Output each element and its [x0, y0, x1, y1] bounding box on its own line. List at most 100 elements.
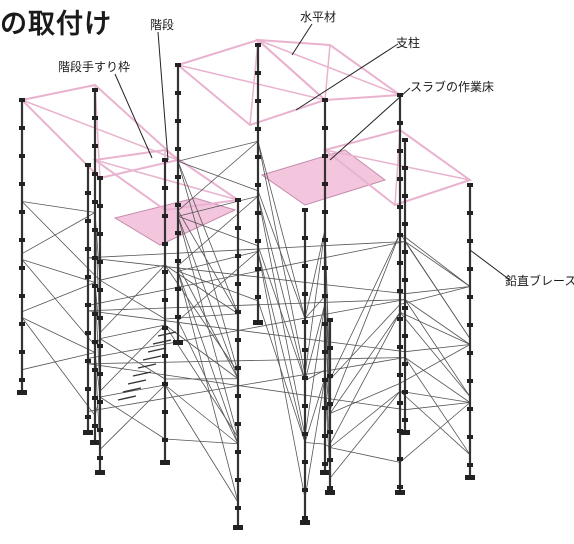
- post-coupler: [397, 121, 403, 125]
- lower-cross-brace: [329, 382, 401, 414]
- upper-cross-brace: [324, 44, 331, 101]
- lower-cross-brace: [177, 216, 239, 438]
- leader-shichu: [295, 43, 399, 111]
- post-coupler: [327, 430, 333, 434]
- leader-kaidan-tesuri: [114, 73, 153, 159]
- post-coupler: [397, 485, 403, 489]
- lower-cross-brace: [257, 190, 306, 319]
- lower-cross-brace: [304, 229, 326, 375]
- post-coupler: [255, 267, 261, 271]
- post-coupler: [302, 348, 308, 352]
- post-coupler: [19, 154, 25, 158]
- lower-cross-brace: [257, 245, 306, 381]
- lower-cross-brace: [87, 310, 406, 353]
- leader-suiheizai: [291, 23, 313, 56]
- post-coupler: [19, 378, 25, 382]
- post-coupler: [97, 204, 103, 208]
- post-coupler: [322, 182, 328, 186]
- post-coupler: [235, 226, 241, 230]
- lower-cross-brace: [329, 233, 401, 411]
- base-plate: [233, 525, 243, 530]
- upper-cross-brace: [257, 39, 401, 96]
- post-coupler: [327, 402, 333, 406]
- post-coupler: [467, 239, 473, 243]
- post-coupler: [322, 154, 328, 158]
- base-plate: [300, 520, 310, 525]
- post-coupler: [85, 247, 91, 251]
- lower-cross-brace: [177, 210, 239, 314]
- post-coupler: [162, 326, 168, 330]
- post-coupler: [85, 191, 91, 195]
- horizontal-ledger: [177, 161, 239, 314]
- post-coupler: [302, 264, 308, 268]
- post-coupler: [235, 254, 241, 258]
- post-coupler: [402, 166, 408, 170]
- post-coupler: [92, 256, 98, 260]
- stair-tread: [137, 363, 157, 369]
- post-coupler: [402, 278, 408, 282]
- post-coupler: [92, 144, 98, 148]
- post-coupler: [397, 205, 403, 209]
- post-coupler: [302, 236, 308, 240]
- lower-cross-brace: [399, 402, 471, 463]
- leader-brace: [469, 249, 511, 281]
- lower-cross-brace: [399, 286, 471, 305]
- post-coupler: [175, 315, 181, 319]
- horizontal-ledger: [404, 357, 471, 403]
- post-coupler: [322, 434, 328, 438]
- post-coupler: [92, 88, 98, 92]
- post-coupler: [19, 238, 25, 242]
- post-coupler: [19, 350, 25, 354]
- post-coupler: [402, 222, 408, 226]
- post-coupler: [402, 362, 408, 366]
- lower-cross-brace: [87, 241, 406, 306]
- post-coupler: [97, 232, 103, 236]
- post-coupler: [255, 211, 261, 215]
- label-post: 支柱: [396, 36, 421, 50]
- horizontal-ledger: [99, 264, 166, 281]
- horizontal-ledger: [329, 312, 401, 414]
- post-coupler: [467, 463, 473, 467]
- post-coupler: [235, 422, 241, 426]
- post-coupler: [322, 126, 328, 130]
- stair-tread: [142, 355, 162, 361]
- post-coupler: [175, 203, 181, 207]
- post-coupler: [175, 147, 181, 151]
- leader-kaidan: [157, 31, 169, 161]
- post-coupler: [402, 334, 408, 338]
- lower-cross-brace: [99, 324, 166, 392]
- post-coupler: [397, 401, 403, 405]
- post-coupler: [175, 175, 181, 179]
- post-coupler: [175, 231, 181, 235]
- lower-cross-brace: [99, 384, 166, 450]
- horizontal-ledger: [177, 271, 239, 444]
- lower-cross-brace: [329, 390, 401, 479]
- lower-cross-brace: [404, 357, 471, 455]
- horizontal-ledger: [21, 259, 96, 283]
- post-coupler: [467, 295, 473, 299]
- horizontal-ledger: [399, 390, 471, 403]
- horizontal-ledger: [177, 216, 239, 379]
- post-coupler: [397, 289, 403, 293]
- post-coupler: [162, 242, 168, 246]
- lower-cross-brace: [177, 250, 259, 322]
- lower-cross-brace: [99, 396, 166, 440]
- post-coupler: [175, 91, 181, 95]
- horizontal-ledger: [257, 251, 306, 443]
- post-coupler: [322, 294, 328, 298]
- lower-cross-brace: [399, 311, 471, 397]
- post-coupler: [162, 214, 168, 218]
- post-coupler: [322, 462, 328, 466]
- label-stairs: 階段: [150, 18, 175, 32]
- post-coupler: [235, 506, 241, 510]
- base-plate: [90, 440, 100, 445]
- post-coupler: [97, 288, 103, 292]
- post-coupler: [322, 322, 328, 326]
- base-plate: [17, 390, 27, 395]
- post-coupler: [85, 163, 91, 167]
- post-coupler: [92, 200, 98, 204]
- stair-tread: [127, 379, 147, 385]
- horizontal-ledger: [177, 250, 259, 272]
- post-coupler: [255, 295, 261, 299]
